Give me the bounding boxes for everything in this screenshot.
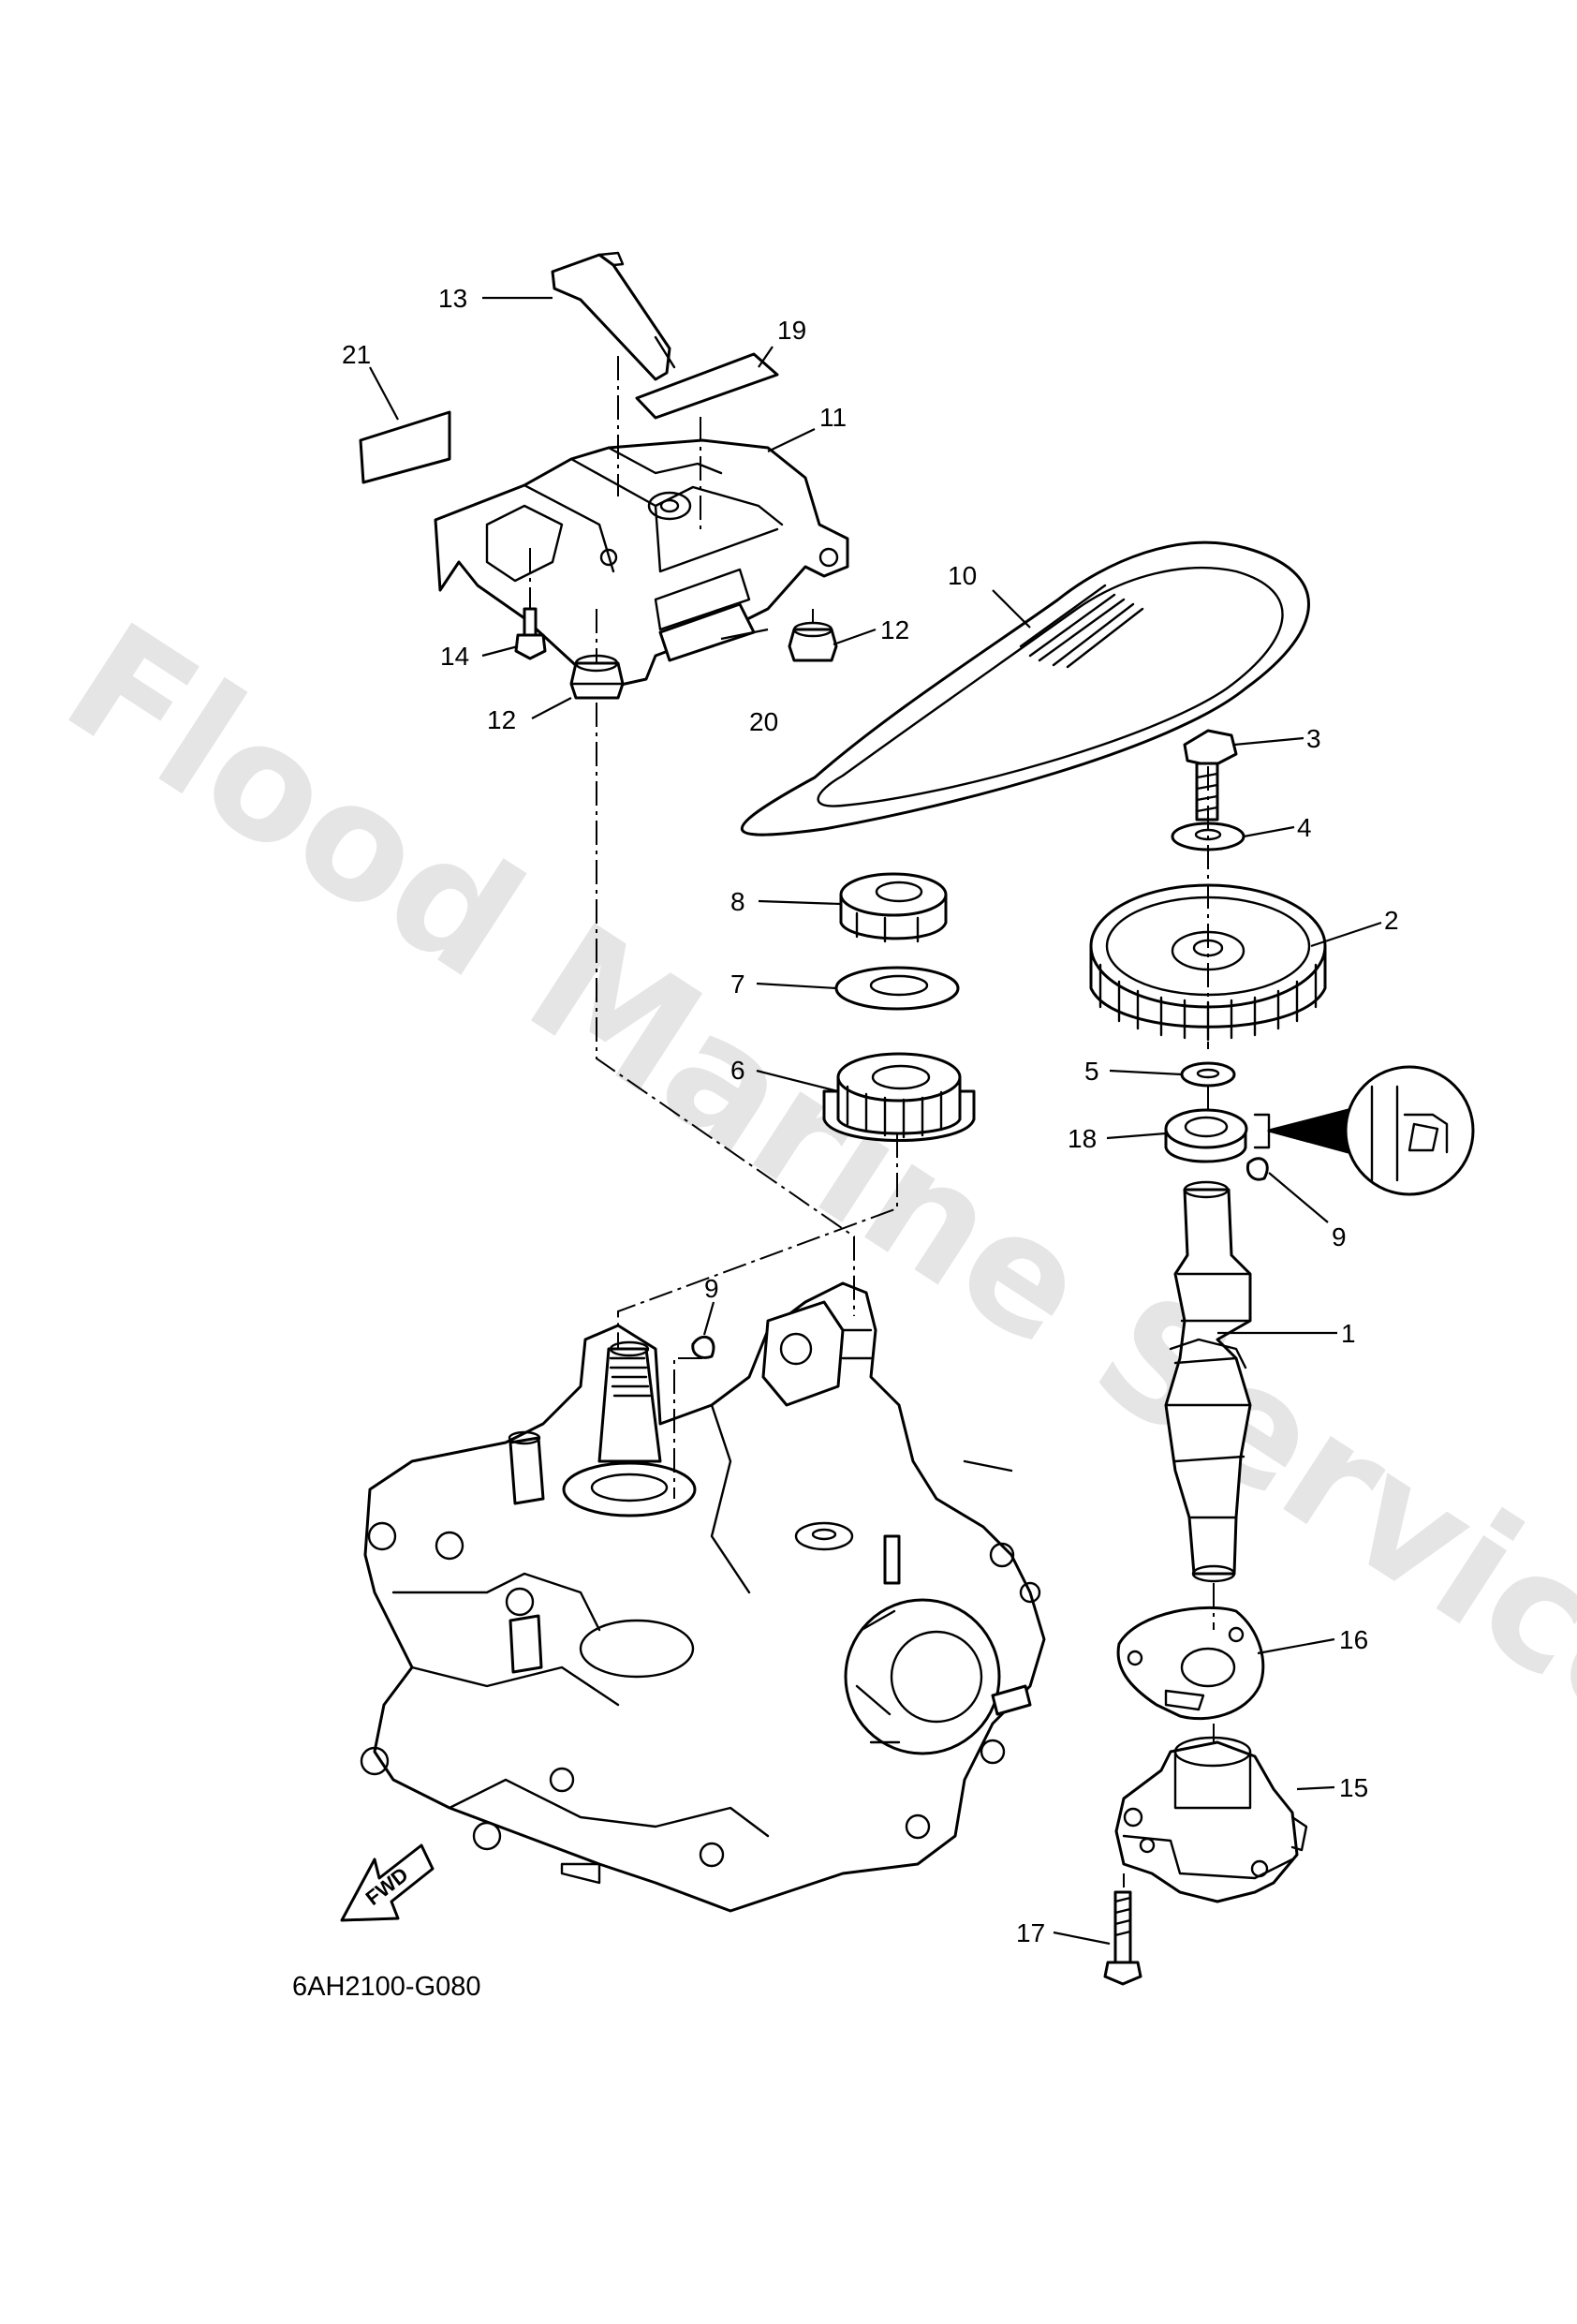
part-7-washer[interactable] bbox=[834, 966, 960, 1011]
part-19-decal[interactable] bbox=[635, 352, 779, 420]
callout-12-left: 12 bbox=[487, 705, 516, 734]
part-9-key-left[interactable] bbox=[691, 1335, 715, 1359]
callout-2: 2 bbox=[1384, 906, 1399, 935]
part-17-bolt[interactable] bbox=[1103, 1890, 1142, 1986]
cylinder-block bbox=[360, 1281, 1046, 1913]
callout-14: 14 bbox=[440, 642, 469, 671]
callout-6: 6 bbox=[730, 1056, 745, 1085]
callout-5: 5 bbox=[1084, 1057, 1099, 1086]
part-16-gasket[interactable] bbox=[1116, 1606, 1265, 1721]
part-3-bolt[interactable] bbox=[1183, 729, 1238, 822]
callout-18: 18 bbox=[1068, 1124, 1097, 1153]
part-8-nut[interactable] bbox=[839, 872, 948, 943]
callout-16: 16 bbox=[1339, 1625, 1368, 1654]
callout-7: 7 bbox=[730, 970, 745, 999]
callout-21: 21 bbox=[342, 340, 371, 369]
part-10-timing-belt[interactable] bbox=[741, 540, 1310, 836]
part-code: 6AH2100-G080 bbox=[292, 1972, 481, 2002]
callout-4: 4 bbox=[1297, 813, 1312, 842]
part-6-crankshaft-pulley[interactable] bbox=[822, 1052, 976, 1142]
part-13-hose[interactable] bbox=[551, 251, 676, 381]
callout-11: 11 bbox=[819, 403, 847, 432]
part-12-grommet-left[interactable] bbox=[569, 654, 625, 700]
seal-detail-inset bbox=[1253, 1065, 1475, 1196]
part-11-timing-belt-cover[interactable] bbox=[434, 438, 849, 690]
part-5-washer[interactable] bbox=[1180, 1061, 1236, 1088]
callout-17: 17 bbox=[1016, 1918, 1045, 1947]
part-18-oil-seal[interactable] bbox=[1164, 1108, 1248, 1163]
part-14-bolt[interactable] bbox=[514, 607, 547, 660]
fwd-arrow-icon: FWD bbox=[340, 1843, 435, 1922]
leader-lines bbox=[369, 296, 1382, 1946]
callout-3: 3 bbox=[1306, 724, 1321, 753]
part-21-decal[interactable] bbox=[359, 410, 451, 484]
callout-9-camshaft: 9 bbox=[1332, 1222, 1347, 1251]
part-9-key-right[interactable] bbox=[1245, 1157, 1269, 1181]
callout-9-crankshaft: 9 bbox=[704, 1274, 719, 1303]
assembly-guide-lines bbox=[529, 356, 1215, 1887]
part-15-oil-pump[interactable] bbox=[1114, 1736, 1308, 1903]
callout-10: 10 bbox=[948, 561, 977, 590]
callout-15: 15 bbox=[1339, 1773, 1368, 1802]
callout-20: 20 bbox=[749, 707, 778, 736]
callout-8: 8 bbox=[730, 887, 745, 916]
callout-labels: 1 2 3 4 5 6 7 8 9 9 10 11 12 12 13 14 15… bbox=[342, 284, 1399, 1947]
part-12-grommet-right[interactable] bbox=[788, 621, 838, 662]
callout-13: 13 bbox=[438, 284, 467, 313]
callout-12-right: 12 bbox=[880, 615, 909, 644]
callout-19: 19 bbox=[777, 316, 806, 345]
part-1-camshaft[interactable] bbox=[1164, 1180, 1252, 1583]
callout-1: 1 bbox=[1341, 1319, 1356, 1348]
